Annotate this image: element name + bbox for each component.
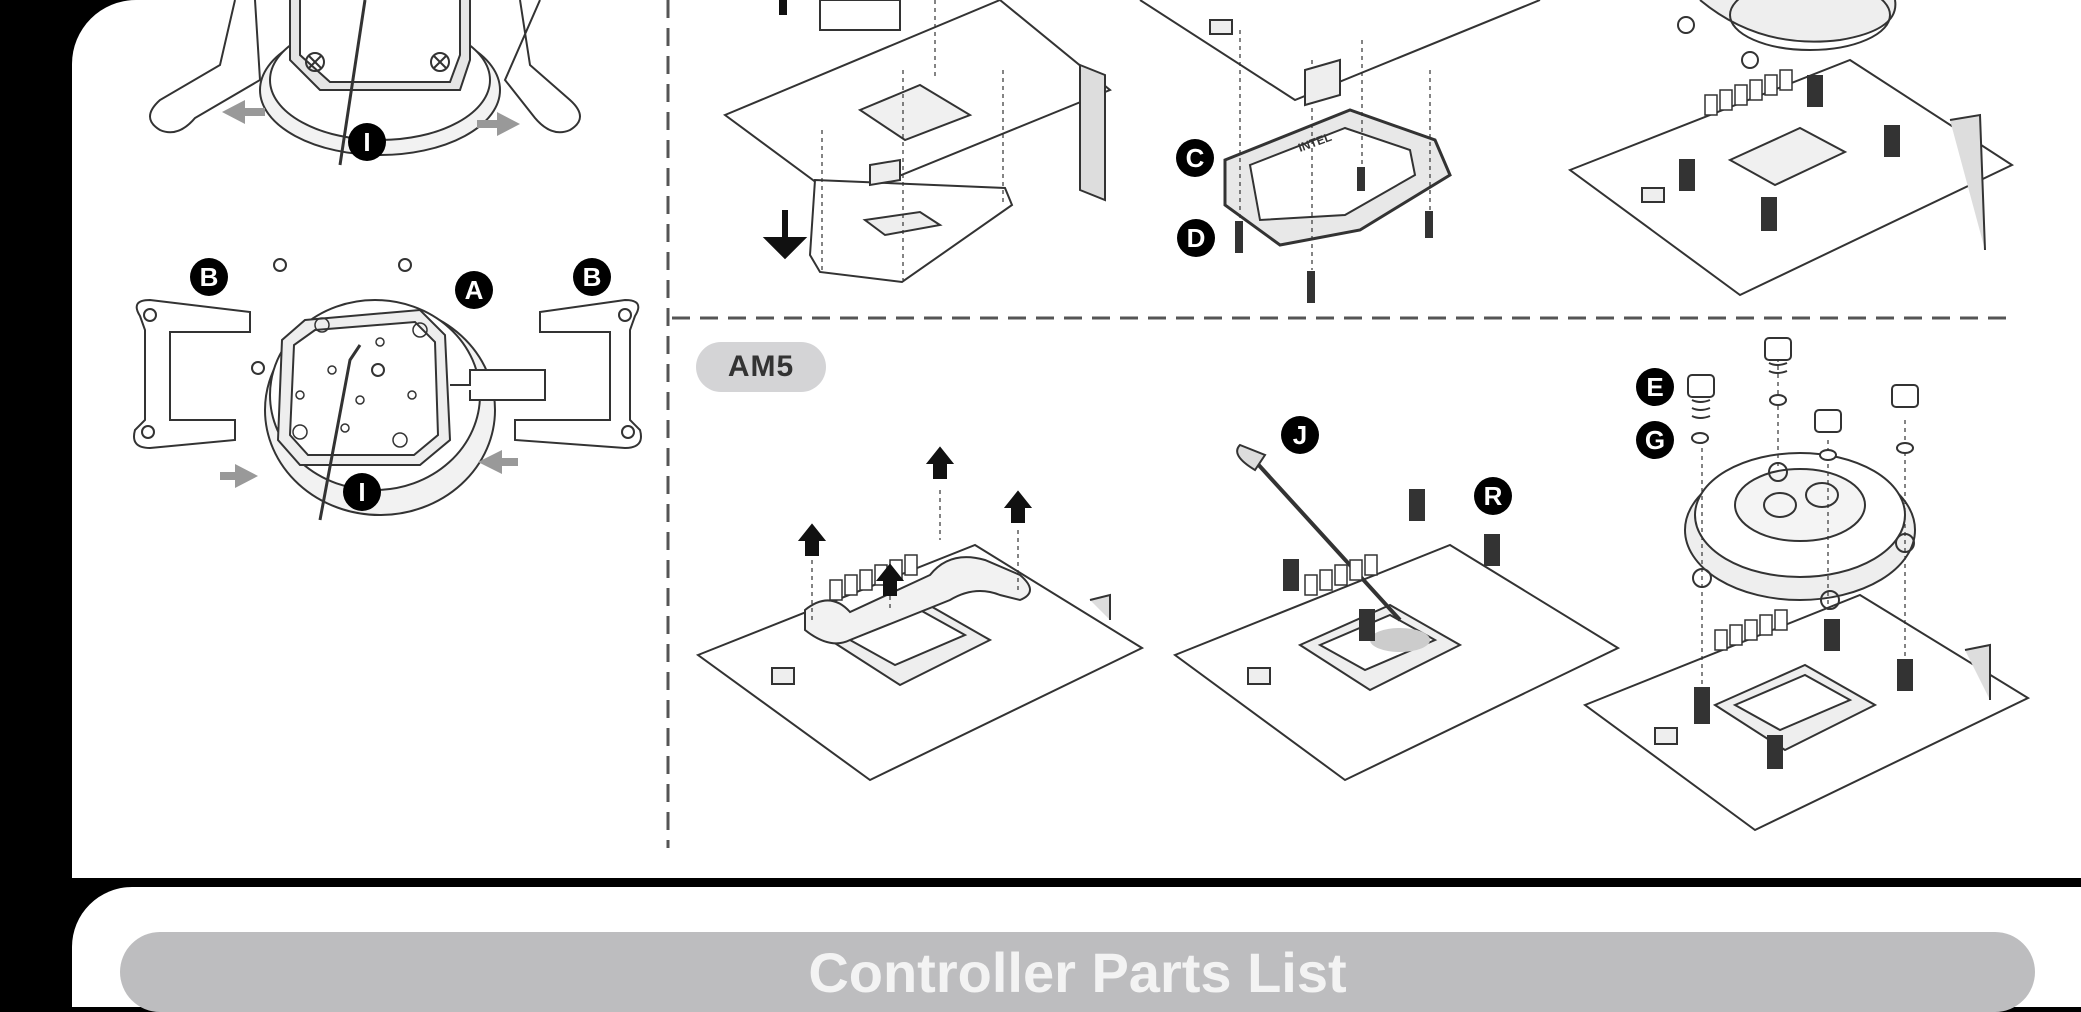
callout-e: E: [1636, 368, 1674, 406]
am5-thermal-paste-illustration: [1172, 443, 1621, 782]
callout-b-right: B: [573, 258, 611, 296]
callout-i-top: I: [348, 123, 386, 161]
svg-text:I: I: [363, 127, 370, 157]
callout-r: R: [1474, 477, 1512, 515]
svg-text:J: J: [1293, 420, 1307, 450]
svg-text:R: R: [1484, 481, 1503, 511]
section-title-bar: Controller Parts List: [120, 932, 2035, 1012]
callout-a: A: [455, 271, 493, 309]
svg-text:E: E: [1646, 372, 1663, 402]
pump-head-top-illustration: [149, 0, 581, 166]
callout-j: J: [1281, 416, 1319, 454]
svg-text:B: B: [200, 262, 219, 292]
svg-text:B: B: [583, 262, 602, 292]
callout-b-left: B: [190, 258, 228, 296]
svg-text:G: G: [1645, 425, 1665, 455]
svg-text:D: D: [1187, 223, 1206, 253]
intel-motherboard-backplate-illustration: [722, 0, 1112, 284]
svg-text:A: A: [465, 275, 484, 305]
am5-pump-installation-illustration: [1582, 337, 2031, 832]
svg-text:C: C: [1186, 143, 1205, 173]
callout-d: D: [1177, 219, 1215, 257]
pump-head-bracket-illustration: [133, 258, 642, 521]
callout-c: C: [1176, 139, 1214, 177]
manual-page: INTEL: [72, 0, 2081, 1012]
intel-pump-installed-illustration: [1567, 0, 2015, 297]
callout-i-bottom: I: [343, 473, 381, 511]
section-title: Controller Parts List: [808, 941, 1347, 1004]
installation-diagram: INTEL: [133, 0, 2031, 848]
svg-text:I: I: [358, 477, 365, 507]
callout-g: G: [1636, 421, 1674, 459]
am5-remove-retention-illustration: [695, 446, 1145, 782]
intel-backplate-bracket-illustration: INTEL: [1139, 0, 1541, 303]
am5-section-label: AM5: [696, 342, 826, 392]
